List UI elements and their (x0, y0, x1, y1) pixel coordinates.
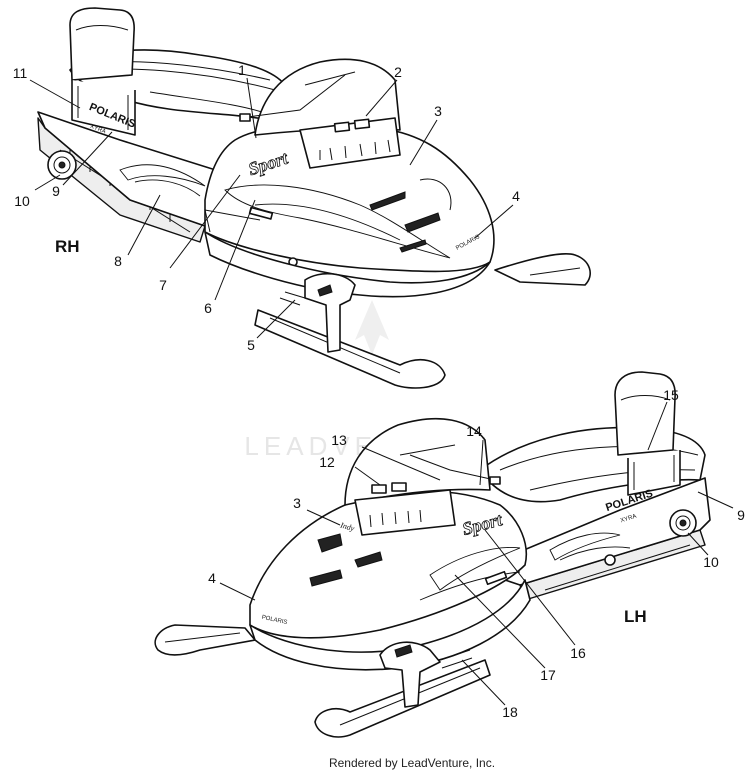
callout-9-lh: 9 (737, 507, 745, 523)
lh-windshield (344, 417, 491, 506)
lh-xyra-decal: XYRA (620, 514, 637, 525)
callout-4-lh: 4 (208, 570, 216, 586)
callout-12: 12 (319, 454, 335, 470)
lh-cowl-decal: POLARIS (261, 615, 288, 626)
footer-credit: Rendered by LeadVenture, Inc. (329, 756, 495, 770)
lh-grab-bar (627, 450, 681, 496)
lh-sport-decal: Sport (460, 509, 505, 539)
callout-2: 2 (394, 64, 402, 80)
callout-7: 7 (159, 277, 167, 293)
rh-xyra-decal: XYRA (89, 124, 106, 136)
lh-callouts: 12 13 14 15 3 4 9 10 16 17 18 (208, 387, 745, 720)
lh-ski-spindle (379, 641, 441, 708)
lh-dash (354, 489, 456, 536)
lh-hood (249, 490, 527, 639)
callout-15: 15 (663, 387, 679, 403)
lh-snowmobile: POLARIS XYRA Sport Indy POLARIS (154, 371, 711, 738)
rh-snowmobile: POLARIS XYRA Sport POLARIS (37, 7, 591, 389)
callout-10: 10 (14, 193, 30, 209)
callout-9: 9 (52, 183, 60, 199)
callout-18: 18 (502, 704, 518, 720)
callout-4: 4 (512, 188, 520, 204)
callout-17: 17 (540, 667, 556, 683)
lh-tunnel-swoosh (549, 532, 621, 561)
callout-3-lh: 3 (293, 495, 301, 511)
callout-11: 11 (13, 65, 28, 81)
rh-grab-bar (71, 80, 136, 136)
lh-backrest (614, 371, 676, 456)
callout-5: 5 (247, 337, 255, 353)
callout-16: 16 (570, 645, 586, 661)
rh-side-label: RH (55, 237, 80, 256)
rh-ski-spindle (304, 272, 356, 353)
callout-10-lh: 10 (703, 554, 719, 570)
callout-6: 6 (204, 300, 212, 316)
rh-ski-lower (254, 309, 446, 389)
rh-backrest (69, 7, 135, 81)
lh-tunnel-panel (499, 477, 711, 586)
callout-14: 14 (466, 423, 482, 439)
rh-callouts: 1 2 3 4 5 6 7 8 9 10 11 (13, 62, 520, 353)
callout-8: 8 (114, 253, 122, 269)
callout-3: 3 (434, 103, 442, 119)
lh-handlebar (409, 454, 496, 481)
callout-13: 13 (331, 432, 347, 448)
lh-side-label: LH (624, 607, 647, 626)
lh-hood-swoosh (429, 547, 521, 591)
svg-text:Indy: Indy (338, 520, 355, 533)
lh-leaders (219, 401, 734, 706)
rh-hood-swoosh (224, 184, 451, 259)
rh-handlebar (239, 74, 346, 119)
lh-belly-pan (249, 579, 531, 671)
rh-ski-front (494, 253, 591, 286)
rh-tunnel-swoosh (119, 164, 206, 187)
rh-leaders (29, 77, 514, 339)
callout-1: 1 (238, 62, 246, 78)
lh-ski-front (154, 624, 256, 656)
